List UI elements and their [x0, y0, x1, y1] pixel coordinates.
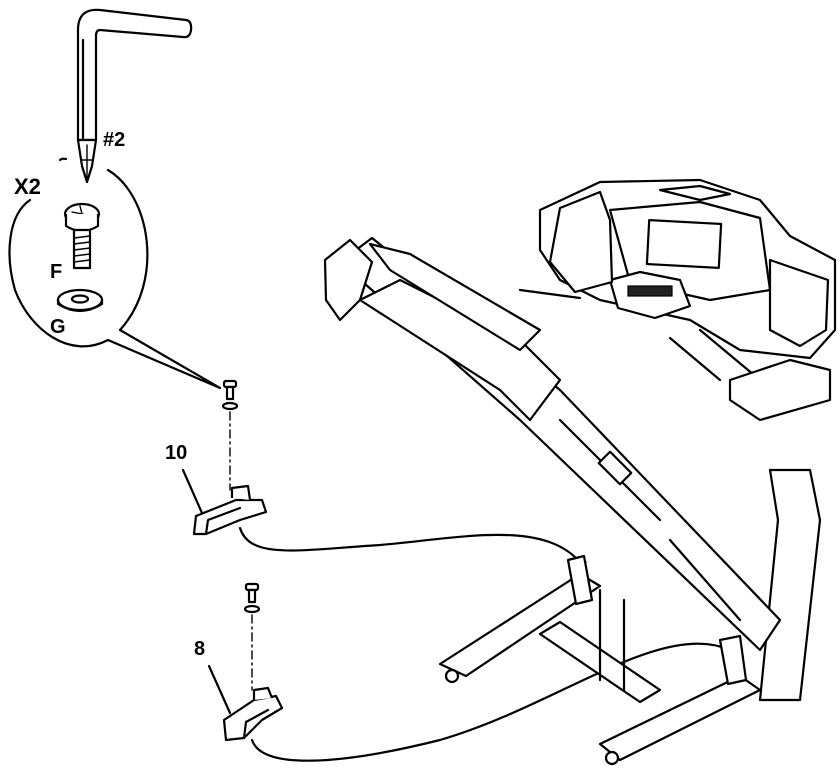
- part-8-label: 8: [194, 638, 205, 660]
- treadmill-icon: [323, 178, 837, 766]
- upper-bolt-icon: [221, 379, 239, 491]
- bolt-label: F: [50, 261, 62, 283]
- washer-label: G: [50, 316, 66, 338]
- curve-arrow-upper: [238, 526, 580, 562]
- part-10-label: 10: [165, 442, 187, 464]
- part-10-leader: [181, 468, 204, 515]
- callout-bubble: [8, 157, 222, 390]
- part-8-leader: [207, 664, 232, 715]
- washer-icon: [56, 288, 104, 313]
- lower-bolt-icon: [243, 582, 261, 691]
- bracket-8-icon: [222, 686, 284, 742]
- bolt-icon: [63, 202, 101, 270]
- l-shaped-screwdriver-icon: [76, 8, 193, 184]
- quantity-label: X2: [14, 174, 41, 199]
- bracket-10-icon: [192, 484, 268, 536]
- tool-size-label: #2: [103, 129, 125, 151]
- curve-arrow-lower: [250, 642, 732, 762]
